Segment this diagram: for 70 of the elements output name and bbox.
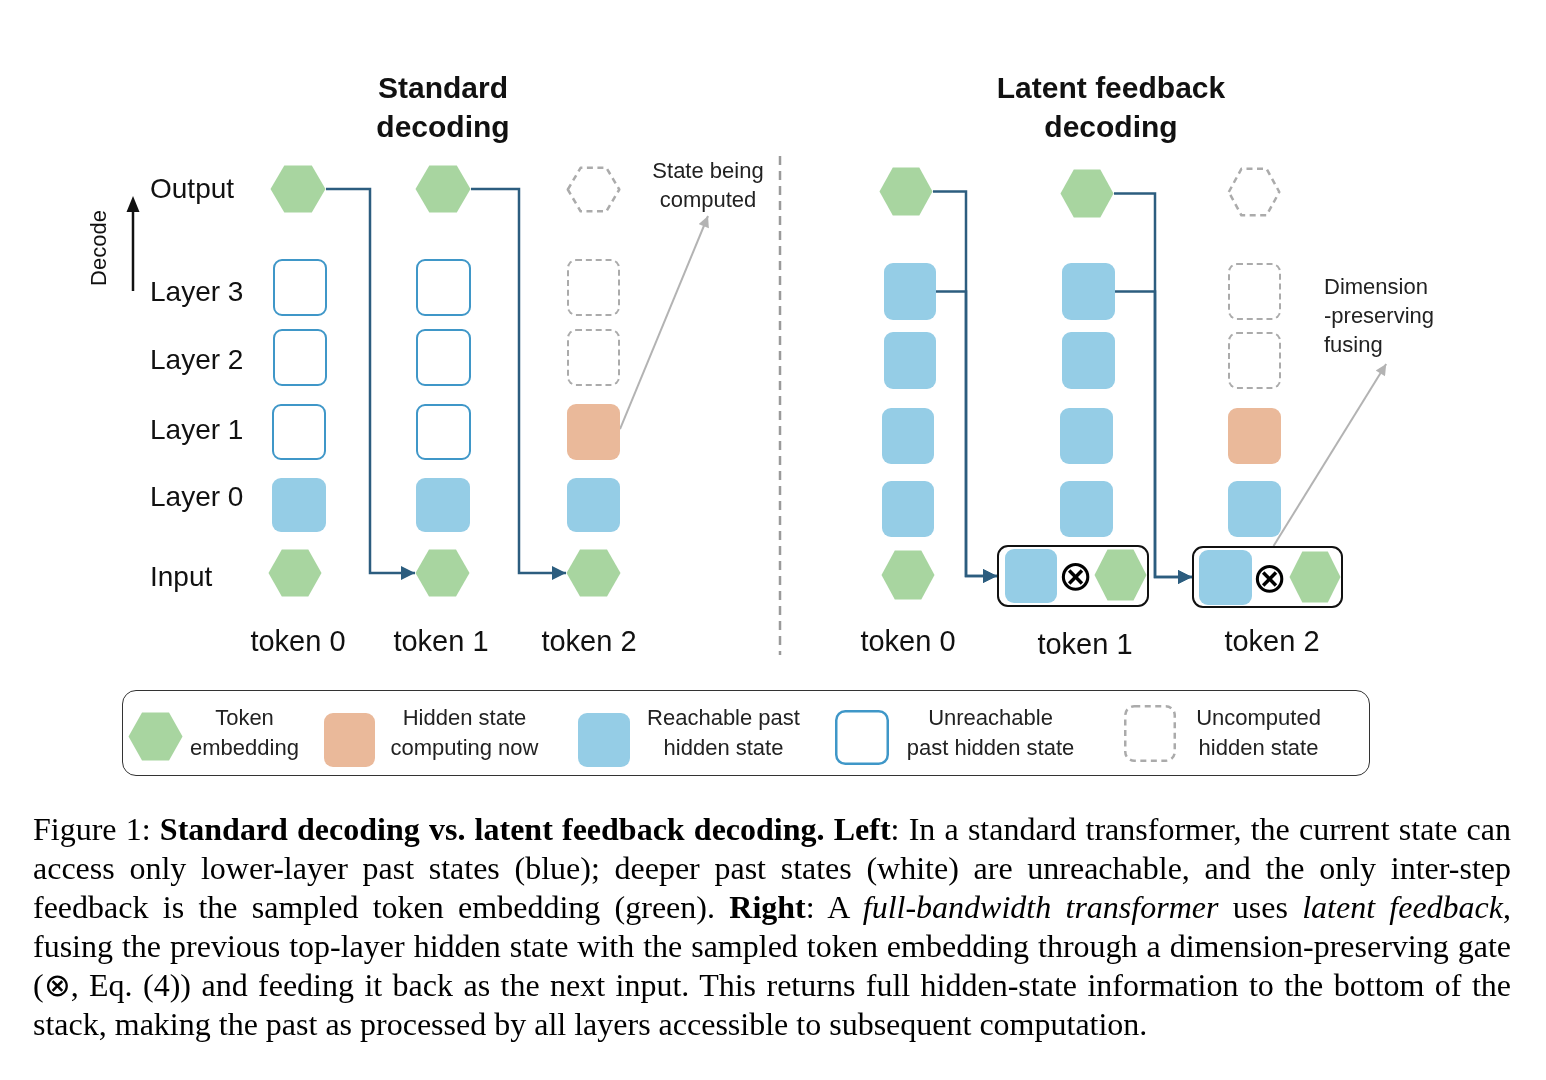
panel-title: Standard decoding — [375, 70, 511, 145]
arrow — [326, 187, 415, 580]
row-label: Input — [150, 560, 214, 594]
fusion-box — [997, 545, 1149, 607]
reachable-state-square — [1228, 481, 1281, 537]
legend-text: Hidden state computing now — [389, 703, 540, 762]
token-embedding-hexagon — [1094, 549, 1147, 601]
row-label: Layer 0 — [150, 480, 245, 514]
panel-title: Latent feedback decoding — [995, 70, 1227, 145]
reachable-state-square — [1199, 550, 1252, 605]
token-label: token 1 — [392, 624, 490, 659]
legend-text: Unreachable past hidden state — [905, 703, 1076, 762]
reachable-state-square — [884, 332, 936, 389]
reachable-state-square — [1060, 481, 1113, 537]
legend-text: Reachable past hidden state — [646, 703, 801, 762]
reachable-state-square — [1062, 263, 1115, 320]
direction-label: Decode — [86, 209, 112, 288]
row-label: Layer 2 — [150, 343, 245, 377]
legend-text: Uncomputed hidden state — [1195, 703, 1322, 762]
token-embedding-hexagon — [268, 549, 322, 597]
arrow — [936, 290, 997, 583]
fusion-gate-symbol: ⊗ — [1252, 560, 1287, 596]
callout-text: State being computed — [645, 156, 771, 214]
reachable-state-square — [884, 263, 936, 320]
unreachable-state-square — [272, 404, 326, 460]
fusion-gate-symbol: ⊗ — [1058, 558, 1093, 594]
token-embedding-hexagon — [270, 165, 326, 213]
token-embedding-hexagon — [1289, 551, 1341, 603]
row-label: Layer 3 — [150, 275, 245, 309]
token-label: token 1 — [1036, 627, 1134, 662]
reachable-state-square — [416, 478, 470, 532]
uncomputed-state-hexagon — [1227, 167, 1281, 217]
uncomputed-state-square — [1228, 263, 1281, 320]
token-label: token 2 — [1223, 624, 1321, 659]
token-embedding-hexagon — [566, 549, 621, 597]
row-label: Layer 1 — [150, 413, 245, 447]
token-embedding-hexagon — [881, 550, 935, 600]
token-embedding-hexagon — [1060, 169, 1114, 218]
reachable-state-square — [882, 408, 934, 464]
legend-text: Token embedding — [189, 703, 300, 762]
reachable-state-square — [272, 478, 326, 532]
unreachable-state-square — [273, 259, 327, 316]
uncomputed-state-square — [567, 259, 620, 316]
leader-arrow — [619, 215, 709, 431]
uncomputed-state-square — [567, 329, 620, 386]
token-label: token 0 — [859, 624, 957, 659]
token-embedding-hexagon — [879, 167, 933, 216]
unreachable-state-square — [273, 329, 327, 386]
uncomputed-state-hexagon — [566, 166, 621, 213]
current-state-square — [1228, 408, 1281, 464]
row-label: Output — [150, 172, 236, 206]
fusion-box — [1192, 546, 1343, 608]
arrow — [1115, 290, 1192, 584]
token-label: token 0 — [249, 624, 347, 659]
reachable-state-square — [1005, 549, 1057, 603]
token-embedding-hexagon — [415, 165, 471, 213]
unreachable-state-square — [416, 404, 471, 460]
token-embedding-hexagon — [415, 549, 470, 597]
arrow — [471, 187, 566, 580]
unreachable-state-square — [416, 259, 471, 316]
callout-text: Dimension -preserving fusing — [1324, 272, 1437, 362]
reachable-state-square — [567, 478, 620, 532]
figure-caption: Figure 1: Standard decoding vs. latent feedback decoding. Left: In a standard transformer, the current state can access only lower-layer past states (blue); deeper past states (white) are unreachable, and the only inter-step feedback is the sampled token embedding (green). Right: A full-bandwidth transformer uses latent feedback, fusing the previous top-layer hidden state with the sampled token embedding through a dimension-preserving gate (⊗, Eq. (4)) and feeding it back as the next input. This returns full hidden-state information to the bottom of the stack, making the past as processed by all layers accessible to subsequent computation. — [33, 810, 1511, 1044]
token-label: token 2 — [540, 624, 638, 659]
unreachable-state-square — [416, 329, 471, 386]
uncomputed-state-square — [1228, 332, 1281, 389]
reachable-state-square — [882, 481, 934, 537]
reachable-state-square — [1060, 408, 1113, 464]
reachable-state-square — [1062, 332, 1115, 389]
current-state-square — [567, 404, 620, 460]
